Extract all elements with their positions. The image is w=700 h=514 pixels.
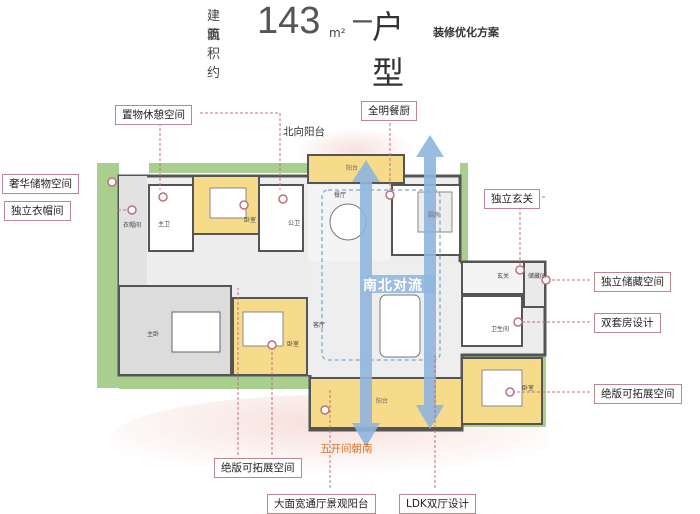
sofa [379, 294, 421, 358]
room-label-cloak: 衣帽间 [123, 222, 142, 229]
callout-storage-lounge: 置物休憩空间 [115, 105, 192, 125]
storage-room [523, 261, 546, 308]
room-label-public-bath: 公卫 [288, 220, 301, 227]
callout-wide-balcony: 大面宽通厅景观阳台 [267, 494, 376, 514]
area-number: 143 [257, 0, 321, 42]
north-balcony-label: 北向阳台 [283, 126, 325, 138]
subtitle: 装修优化方案 [433, 26, 499, 39]
area-unit: m² [329, 26, 346, 40]
mid-bed-furniture [242, 311, 284, 347]
room-label-kitchen: 厨房 [428, 212, 441, 219]
airflow-arrow-left [352, 160, 380, 447]
master-bed-furniture [171, 311, 221, 353]
room-label-balcony-north: 阳台 [346, 165, 359, 172]
room-label-bath2: 卫生间 [491, 326, 510, 333]
room-label-bedroom-mid: 卧室 [287, 341, 300, 348]
callout-double-suite: 双套房设计 [594, 313, 661, 333]
callout-ldk: LDK双厅设计 [399, 494, 476, 514]
room-label-balcony-south: 阳台 [376, 398, 389, 405]
area-label-bottom: 面积约 [207, 28, 223, 81]
callout-cloakroom: 独立衣帽间 [4, 201, 71, 221]
callout-lines [110, 112, 590, 488]
callout-storage-room: 独立储藏空间 [594, 272, 671, 292]
green-zone-left [97, 163, 119, 388]
right-bed-furniture [481, 369, 523, 407]
callout-expand-right: 绝版可拓展空间 [594, 384, 682, 404]
green-zone-top [149, 163, 309, 173]
room-label-living: 客厅 [313, 322, 326, 329]
cloak-room [119, 176, 147, 286]
callout-entrance: 独立玄关 [484, 189, 540, 209]
room-label-bedroom-top: 卧室 [244, 217, 257, 224]
ldk-outline [321, 189, 441, 361]
room-label-storage: 储藏间 [528, 273, 547, 280]
room-label-dining: 餐厅 [334, 192, 347, 199]
room-label-master-bath: 主卫 [158, 221, 171, 228]
title-dash: – [353, 0, 372, 38]
south-five-label: 五开间朝南 [320, 443, 373, 455]
airflow-label: 南北对流 [363, 278, 423, 294]
callout-expand-left: 绝版可拓展空间 [214, 458, 302, 478]
airflow-band [367, 275, 435, 293]
green-zone-bottom [119, 375, 309, 389]
green-zone-top-right [460, 163, 468, 263]
callout-luxury-storage: 奢华储物空间 [2, 174, 79, 194]
master-bath-room [148, 184, 194, 252]
room-label-master-bed: 主卧 [147, 331, 160, 338]
entry-room [461, 261, 525, 295]
callout-bright-kitchen: 全明餐厨 [361, 101, 417, 121]
area-label-top: 建筑 [207, 9, 223, 43]
room-label-entry: 玄关 [497, 273, 510, 280]
type-name: 户型 [372, 9, 405, 91]
bath2-room [461, 295, 523, 347]
callout-markers [107, 177, 551, 415]
room-label-bedroom-right: 卧室 [522, 385, 535, 392]
